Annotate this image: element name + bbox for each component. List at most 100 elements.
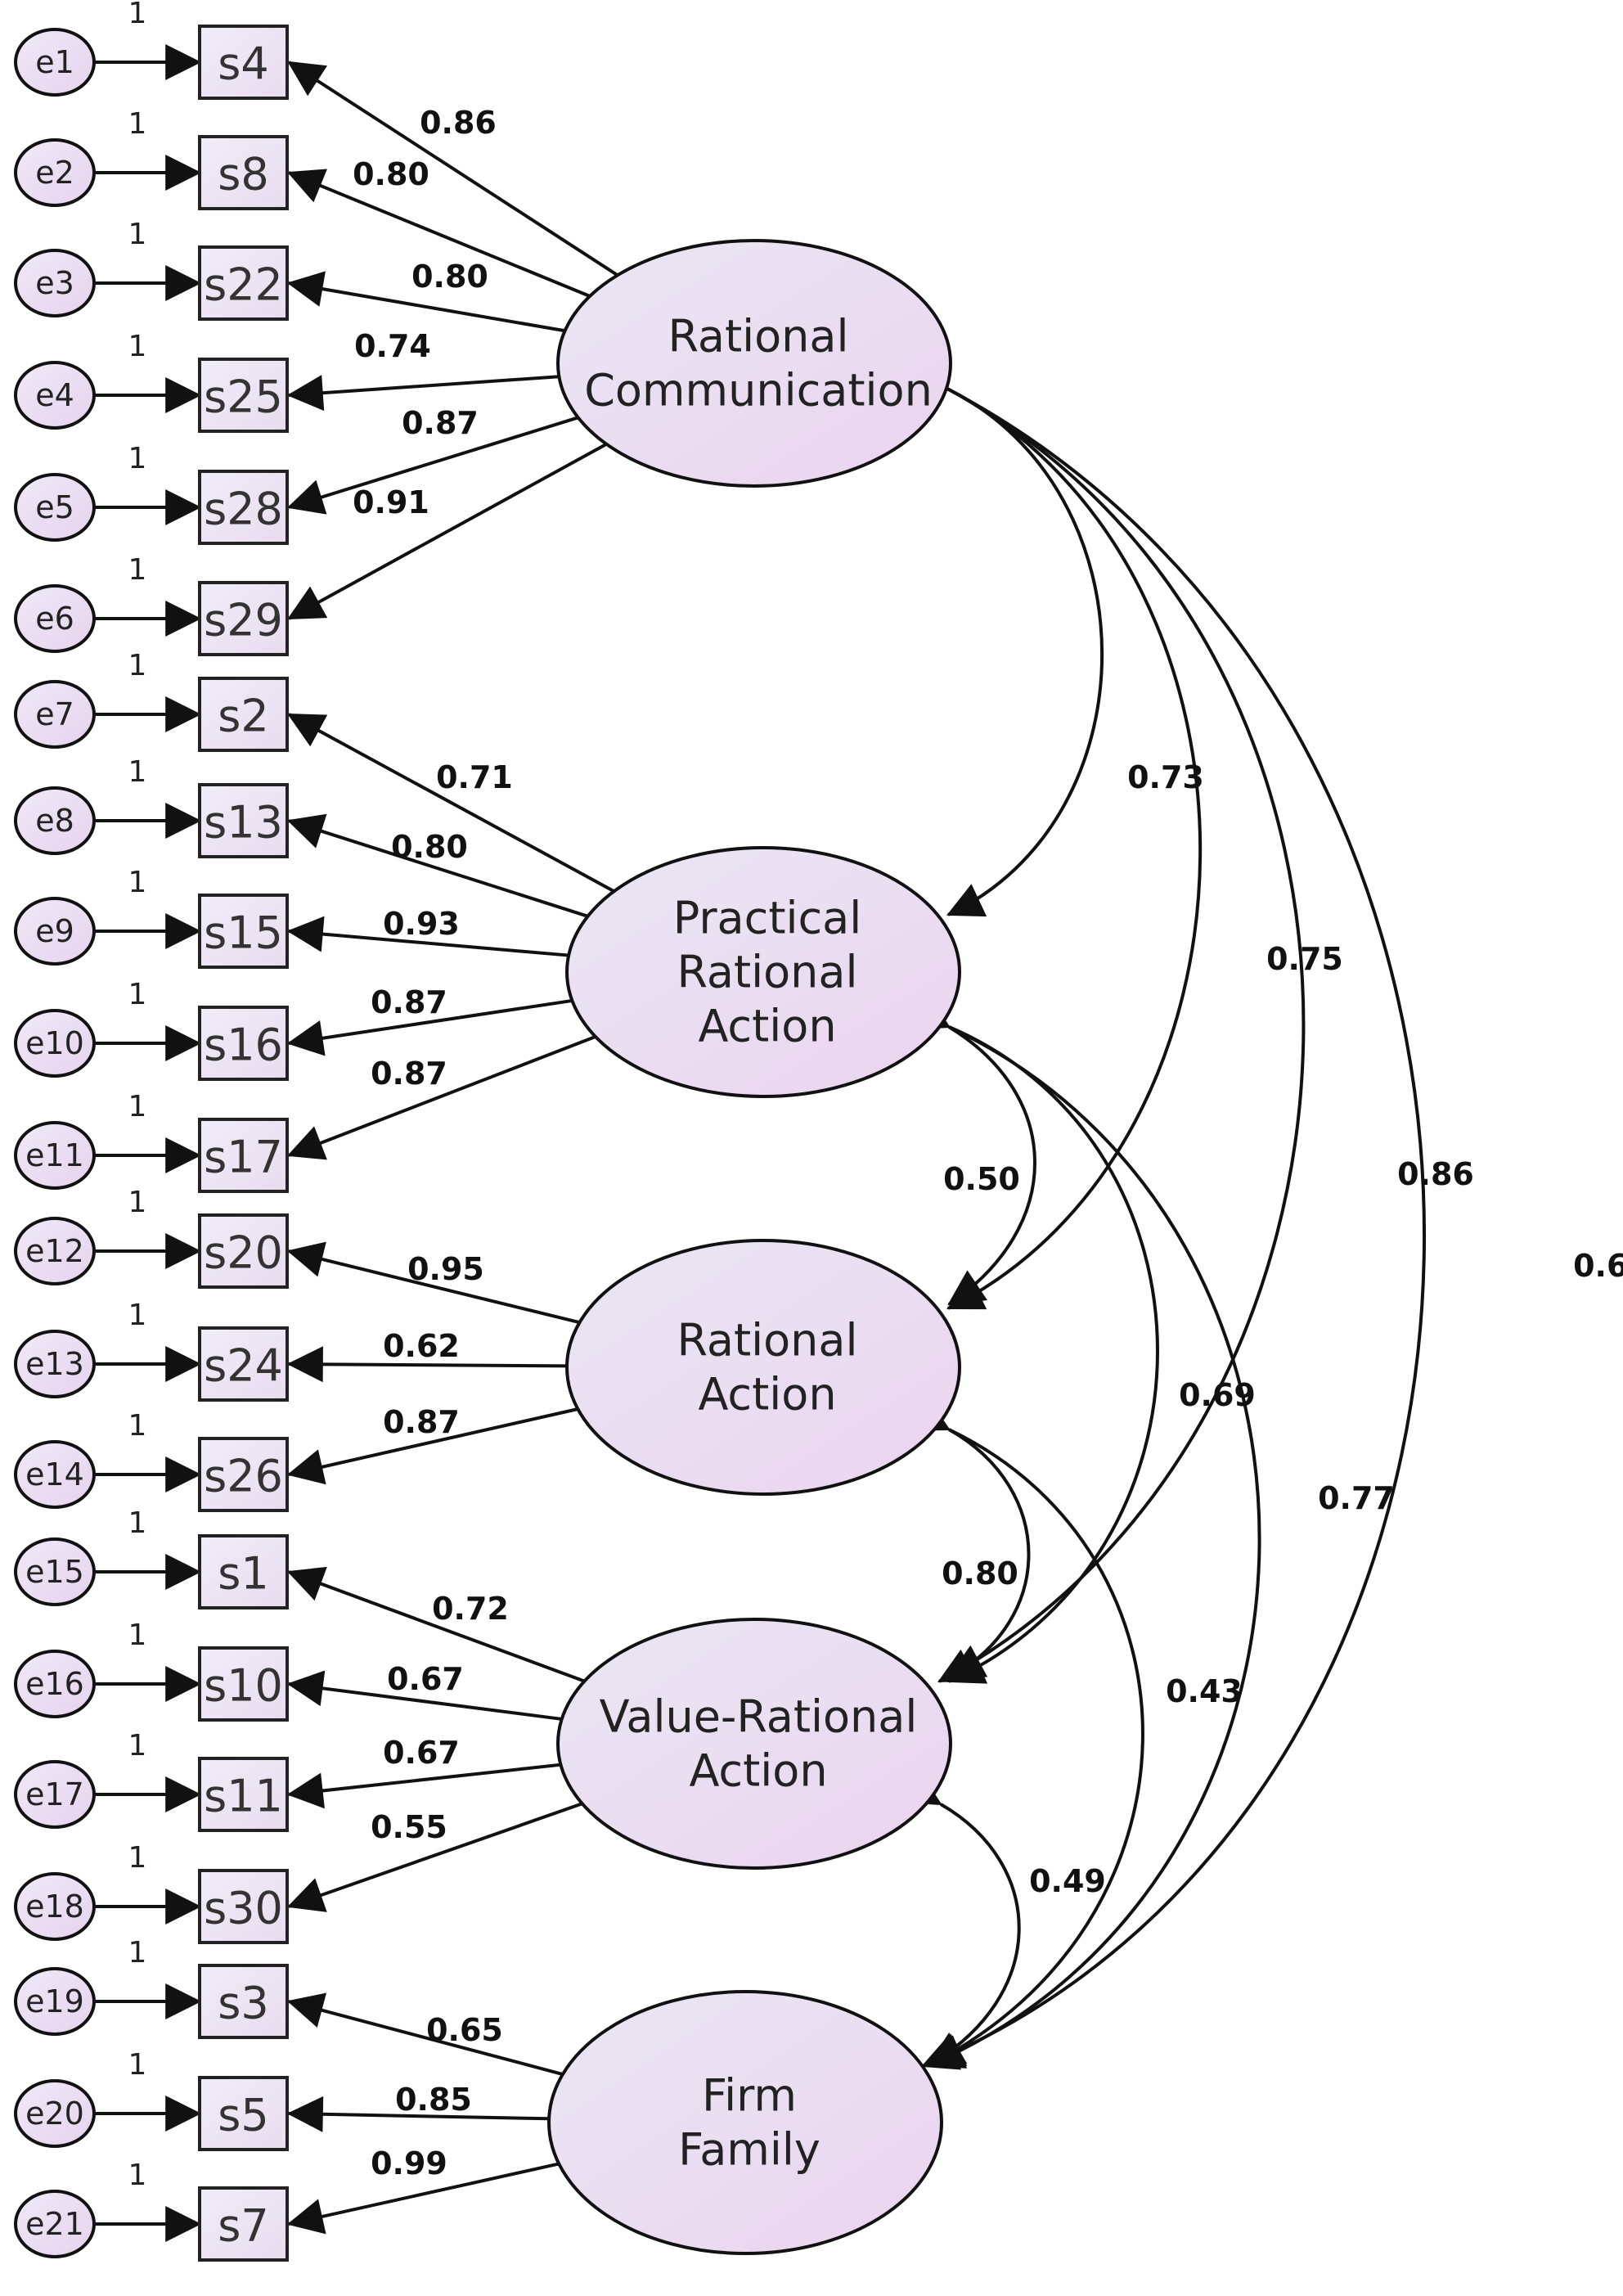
latent-construct-label: Rational: [677, 1315, 858, 1366]
error-term: [14, 249, 96, 317]
fixed-path-label: 1: [128, 1841, 147, 1875]
correlation-value: 0.73: [1127, 759, 1204, 795]
fixed-path-label: 1: [128, 1729, 147, 1763]
latent-construct-label: Firm: [702, 2070, 797, 2122]
loading-value: 0.67: [387, 1661, 464, 1697]
fixed-path-label: 1: [128, 1618, 147, 1652]
observed-item: [198, 470, 289, 545]
loading-path: [286, 2162, 560, 2235]
correlation-arc: [908, 356, 1426, 2070]
observed-item-label: s15: [204, 907, 283, 959]
error-term-label: e19: [25, 1983, 84, 2019]
loading-path: [286, 1992, 564, 2076]
observed-item-label: s2: [218, 691, 269, 742]
observed-item: [198, 1534, 289, 1609]
error-term: [14, 584, 96, 653]
error-term: [14, 473, 96, 542]
loading-value: 0.99: [371, 2145, 447, 2181]
loading-path: [286, 169, 591, 298]
observed-item-label: s13: [204, 797, 283, 849]
loading-value: 0.65: [426, 2012, 503, 2048]
observed-item-label: s29: [204, 595, 283, 646]
error-term-label: e8: [35, 803, 74, 839]
error-term: [14, 1650, 96, 1718]
correlation-value: 0.49: [1029, 1863, 1106, 1899]
error-term: [14, 1967, 96, 2036]
observed-item-label: s26: [204, 1451, 283, 1502]
loading-arrows: [94, 44, 619, 2242]
observed-item: [198, 2076, 289, 2151]
loading-value: 0.80: [391, 829, 468, 865]
error-term-label: e5: [35, 489, 74, 525]
error-term-label: e4: [35, 377, 74, 413]
observed-item: [198, 245, 289, 321]
latent-construct-label: Action: [698, 1001, 836, 1052]
observed-item: [198, 2186, 289, 2262]
loading-value: 0.85: [395, 2082, 472, 2118]
correlation-arc: [910, 993, 1036, 1306]
error-term-label: e10: [25, 1025, 84, 1061]
fixed-path-label: 1: [128, 1409, 147, 1443]
observed-item-label: s10: [204, 1660, 283, 1712]
error-term-label: e18: [25, 1889, 84, 1925]
observed-item-label: s17: [204, 1132, 283, 1183]
loading-value: 0.67: [383, 1735, 460, 1771]
fixed-path-label: 1: [128, 2159, 147, 2192]
observed-item-label: s8: [218, 149, 269, 200]
labels: 0.730.750.860.680.500.690.770.800.430.49…: [25, 0, 1623, 2252]
correlation-arc: [910, 1398, 1144, 2067]
loading-path: [286, 1346, 568, 1383]
fixed-path-label: 1: [128, 553, 147, 587]
error-term-label: e11: [25, 1137, 84, 1173]
error-term-label: e21: [25, 2206, 84, 2242]
error-term: [14, 28, 96, 97]
observed-item-label: s16: [204, 1020, 283, 1071]
observed-item-label: s1: [218, 1548, 269, 1600]
observed-item: [198, 677, 289, 752]
error-term-label: e17: [25, 1776, 84, 1812]
loading-path: [286, 416, 579, 515]
fixed-path-label: 1: [128, 442, 147, 475]
error-term-label: e13: [25, 1346, 84, 1382]
fixed-path-label: 1: [128, 1090, 147, 1123]
observed-item: [198, 1757, 289, 1832]
loading-path: [286, 271, 565, 333]
observed-item: [198, 783, 289, 858]
fixed-path-label: 1: [128, 1299, 147, 1332]
observed-item: [198, 1437, 289, 1512]
error-term-label: e9: [35, 913, 74, 949]
loading-value: 0.55: [371, 1809, 447, 1845]
latent-construct-label: Rational: [668, 311, 849, 362]
observed-item: [198, 25, 289, 100]
fixed-path-label: 1: [128, 866, 147, 899]
correlation-arc: [908, 356, 1203, 1310]
fixed-path-label: 1: [128, 218, 147, 251]
nodes: [14, 25, 961, 2262]
error-term: [14, 786, 96, 855]
observed-item-label: s5: [218, 2090, 269, 2141]
latent-construct: [565, 846, 961, 1098]
error-term: [14, 897, 96, 966]
loading-path: [286, 813, 589, 918]
error-term: [14, 1440, 96, 1509]
observed-item: [198, 1326, 289, 1402]
correlation-value: 0.43: [1166, 1673, 1243, 1709]
fixed-path-label: 1: [128, 1186, 147, 1219]
loading-path: [287, 442, 608, 620]
error-term: [14, 138, 96, 207]
observed-item-label: s4: [218, 38, 269, 90]
fixed-path-label: 1: [128, 649, 147, 682]
correlation-arc: [910, 1397, 1031, 1679]
loading-path: [286, 1670, 563, 1721]
error-term: [14, 1330, 96, 1398]
observed-item: [198, 1964, 289, 2039]
observed-item: [198, 1646, 289, 1722]
error-term: [14, 1760, 96, 1829]
loading-path: [287, 713, 615, 894]
error-term: [14, 1537, 96, 1606]
correlation-value: 0.50: [943, 1161, 1020, 1197]
observed-item: [198, 1006, 289, 1081]
latent-construct: [556, 1618, 952, 1870]
correlation-value: 0.75: [1266, 941, 1343, 977]
